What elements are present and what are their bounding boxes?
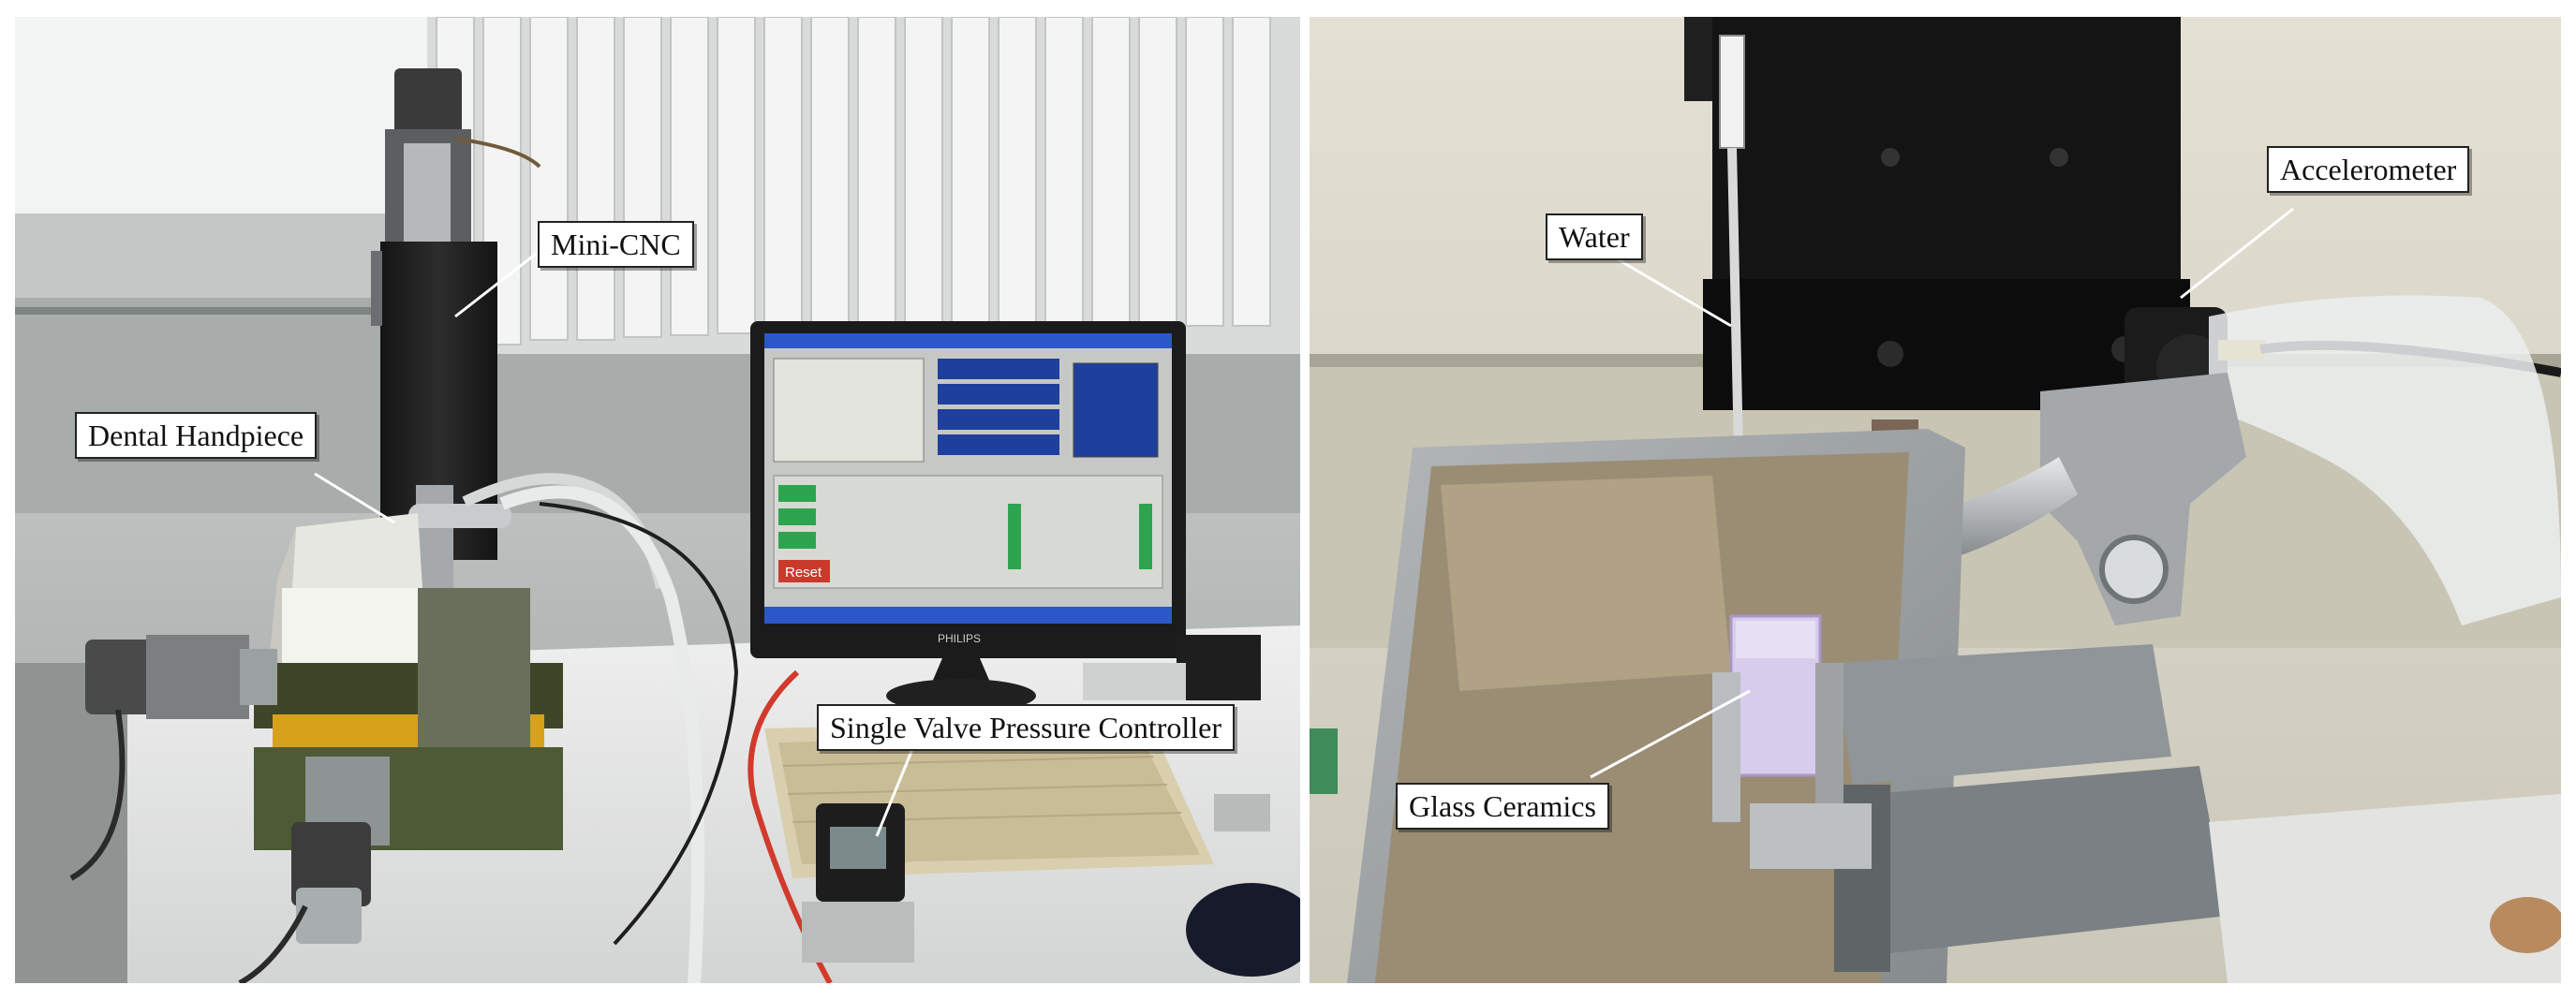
- label-dental-handpiece: Dental Handpiece: [75, 412, 318, 459]
- reset-button-label: Reset: [785, 565, 822, 581]
- label-mini-cnc: Mini-CNC: [538, 221, 694, 268]
- left-photo-scene: Reset PHILIPS: [15, 17, 1300, 983]
- glass-ceramic-block: [1729, 614, 1822, 777]
- label-water: Water: [1546, 213, 1643, 260]
- spindle-head: [1684, 17, 2190, 410]
- left-photo-panel: Reset PHILIPS: [15, 17, 1300, 983]
- coolant-hose: [499, 485, 705, 983]
- pressure-controller-device: [802, 803, 914, 963]
- window-blinds: [427, 17, 1300, 354]
- right-photo-panel: [1310, 17, 2561, 983]
- monitor-brand: PHILIPS: [938, 632, 981, 645]
- label-glass-ceramics: Glass Ceramics: [1396, 783, 1609, 830]
- control-monitor: Reset PHILIPS: [750, 321, 1186, 713]
- label-pressure-controller: Single Valve Pressure Controller: [817, 704, 1236, 751]
- water-nozzle: [1719, 35, 1745, 149]
- label-accelerometer: Accelerometer: [2267, 146, 2470, 193]
- mini-cnc-machine: [69, 68, 667, 983]
- right-photo-scene: [1310, 17, 2561, 983]
